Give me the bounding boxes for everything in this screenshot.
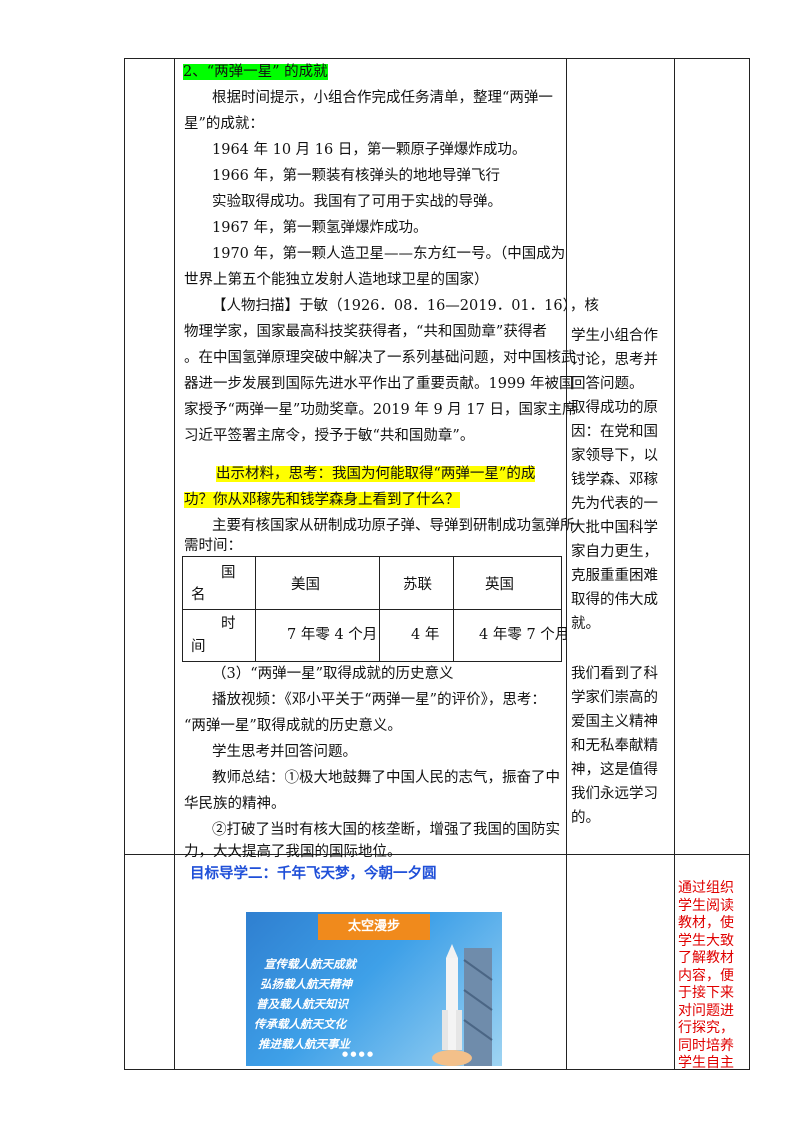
reflection-line: 学家们崇高的	[571, 690, 658, 706]
poster-line: 传承载人航天文化	[254, 1017, 346, 1031]
cell-usa-time: 7 年零 4 个月	[287, 627, 378, 643]
section-heading: 2、“两弹一星” 的成就	[183, 64, 328, 80]
video-line-2: “两弹一星”取得成就的历史意义。	[184, 718, 402, 734]
reflection-line: 我们看到了科	[571, 666, 658, 682]
question-line-2: 功？你从邓稼先和钱学森身上看到了什么？	[184, 492, 460, 508]
nuclear-time-table: 国 名 美国 苏联 英国 时 间 7 年零 4 个月 4 年 4 年零 7 个月	[182, 556, 569, 662]
question-line-1: 出示材料，思考：我国为何能取得“两弹一星”的成	[216, 466, 536, 482]
carousel-dots: ● ● ● ●	[342, 1050, 374, 1058]
activity-line: 讨论，思考并	[571, 352, 658, 368]
activity-line: 学生小组合作	[571, 328, 658, 344]
intro-line-2: 星”的成就：	[184, 116, 264, 132]
achievement-1970-a: 1970 年，第一颗人造卫星——东方红一号。（中国成为	[212, 246, 566, 262]
activity-line: 取得的伟大成	[571, 592, 658, 608]
summary-line-1: 教师总结：①极大地鼓舞了中国人民的志气，振奋了中	[212, 770, 560, 786]
reflection-line: 的。	[571, 810, 600, 826]
activity-line: 因：在党和国	[571, 424, 658, 440]
design-line: 学生阅读	[678, 897, 734, 914]
activity-line: 家领导下，以	[571, 448, 658, 464]
poster-title: 太空漫步	[318, 914, 430, 940]
activity-line: 取得成功的原	[571, 400, 658, 416]
summary-line-3: ②打破了当时有核大国的核垄断，增强了我国的国防实	[212, 822, 560, 838]
table-intro-2: 需时间：	[184, 538, 242, 554]
achievement-1966-a: 1966 年，第一颗装有核弹头的地地导弹飞行	[212, 168, 501, 184]
design-line: 行探究，	[678, 1020, 734, 1036]
cell-usa: 美国	[291, 577, 320, 593]
achievement-1964: 1964 年 10 月 16 日，第一颗原子弹爆炸成功。	[212, 142, 527, 158]
cell-uk: 英国	[485, 577, 514, 593]
achievement-1970-b: 世界上第五个能独立发射人造地球卫星的国家）	[184, 272, 489, 288]
significance-heading: （3）“两弹一星”取得成就的历史意义	[212, 666, 454, 682]
design-line: 通过组织	[678, 880, 734, 896]
summary-line-2: 华民族的精神。	[184, 796, 286, 812]
achievement-1967: 1967 年，第一颗氢弹爆炸成功。	[212, 220, 428, 236]
cell-ussr-time: 4 年	[411, 627, 440, 643]
person-scan-3: 。在中国氢弹原理突破中解决了一系列基础问题，对中国核武	[184, 350, 576, 366]
cell-ussr: 苏联	[403, 577, 432, 593]
person-scan-6: 习近平签署主席令，授予于敏“共和国勋章”。	[184, 428, 475, 444]
design-line: 学生自主	[678, 1055, 734, 1071]
header-time-a: 时	[221, 616, 236, 632]
design-line: 内容，便	[678, 967, 734, 984]
reflection-line: 神，这是值得	[571, 762, 658, 778]
poster-line: 弘扬载人航天精神	[260, 977, 352, 991]
activity-line: 就。	[571, 616, 600, 632]
poster-line: 推进载人航天事业	[258, 1037, 350, 1051]
summary-line-4: 力，大大提高了我国的国际地位。	[184, 844, 402, 860]
activity-line: 家自力更生，	[571, 544, 658, 560]
lesson-table	[124, 58, 750, 1070]
design-line: 教材，使	[678, 915, 734, 931]
intro-line-1: 根据时间提示，小组合作完成任务清单，整理“两弹一	[212, 90, 553, 106]
rocket-launch-icon	[432, 944, 493, 1066]
video-line-1: 播放视频：《邓小平关于“两弹一星”的评价》，思考：	[212, 692, 546, 708]
activity-line: 回答问题。	[571, 376, 644, 392]
header-time-b: 间	[191, 639, 206, 655]
person-scan-5: 家授予“两弹一星”功勋奖章。2019 年 9 月 17 日，国家主席	[184, 402, 577, 418]
space-walk-poster: 太空漫步 宣传载人航天成就 弘扬载人航天精神 普及载人航天知识 传承载人航天文化…	[246, 912, 502, 1066]
person-scan-2: 物理学家，国家最高科技奖获得者，“共和国勋章”获得者	[184, 324, 547, 340]
activity-line: 大批中国科学	[571, 520, 658, 536]
design-line: 同时培养	[678, 1037, 734, 1054]
design-line: 对问题进	[678, 1002, 734, 1019]
poster-line: 普及载人航天知识	[256, 997, 348, 1011]
header-country-b: 名	[191, 587, 206, 603]
poster-line: 宣传载人航天成就	[264, 957, 356, 971]
cell-uk-time: 4 年零 7 个月	[479, 627, 570, 643]
achievement-1966-b: 实验取得成功。我国有了可用于实战的导弹。	[212, 194, 502, 210]
student-activity: 学生小组合作 讨论，思考并 回答问题。 取得成功的原 因：在党和国 家领导下，以…	[571, 324, 671, 636]
person-scan-4: 器进一步发展到国际先进水平作出了重要贡献。1999 年被国	[184, 376, 574, 392]
student-reflection: 我们看到了科 学家们崇高的 爱国主义精神 和无私奉献精 神，这是值得 我们永远学…	[571, 662, 671, 830]
activity-line: 克服重重困难	[571, 568, 658, 584]
activity-line: 钱学森、邓稼	[571, 472, 658, 488]
reflection-line: 和无私奉献精	[571, 738, 658, 754]
reflection-line: 我们永远学习	[571, 786, 658, 802]
header-country-a: 国	[221, 565, 236, 581]
design-line: 了解教材	[678, 950, 734, 966]
design-line: 学生大致	[678, 932, 734, 949]
person-scan-1: 【人物扫描】于敏（1926．08．16—2019．01．16），核	[212, 298, 599, 314]
video-line-3: 学生思考并回答问题。	[212, 744, 357, 760]
goal-two-title: 目标导学二：千年飞天梦，今朝一夕圆	[190, 866, 437, 882]
design-intent: 通过组织 学生阅读 教材，使 学生大致 了解教材 内容，便 于接下来 对问题进 …	[678, 880, 748, 1073]
design-line: 于接下来	[678, 985, 734, 1001]
activity-line: 先为代表的一	[571, 496, 658, 512]
reflection-line: 爱国主义精神	[571, 714, 658, 730]
table-intro-1: 主要有核国家从研制成功原子弹、导弹到研制成功氢弹所	[212, 518, 575, 534]
